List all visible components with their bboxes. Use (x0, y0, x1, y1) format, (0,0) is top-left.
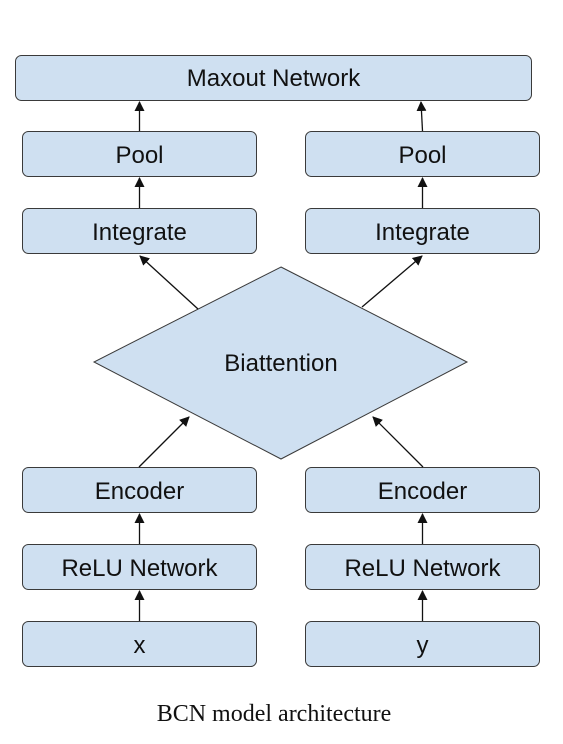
biattention-node: Biattention (92, 266, 469, 460)
pool-right-node: Pool (305, 131, 540, 177)
input-x-node: x (22, 621, 257, 667)
input-y-label: y (417, 632, 429, 659)
pool-left-label: Pool (115, 142, 163, 169)
relu-network-left-node: ReLU Network (22, 544, 257, 590)
relu-network-right-label: ReLU Network (344, 555, 501, 582)
input-y-node: y (305, 621, 540, 667)
biattention-label: Biattention (224, 350, 337, 377)
arrow-biattention-to-integrate-right (361, 255, 423, 308)
arrow-encoder-left-to-biattention (138, 416, 190, 468)
pool-left-node: Pool (22, 131, 257, 177)
relu-network-left-label: ReLU Network (61, 555, 218, 582)
input-x-label: x (134, 632, 146, 659)
maxout-network-label: Maxout Network (187, 65, 361, 92)
encoder-right-node: Encoder (305, 467, 540, 513)
maxout-network-node: Maxout Network (15, 55, 532, 101)
integrate-left-node: Integrate (22, 208, 257, 254)
encoder-left-label: Encoder (95, 478, 184, 505)
encoder-left-node: Encoder (22, 467, 257, 513)
arrow-pool-right-to-maxout (416, 101, 427, 132)
encoder-right-label: Encoder (378, 478, 467, 505)
integrate-right-node: Integrate (305, 208, 540, 254)
arrow-encoder-right-to-biattention (372, 416, 424, 468)
integrate-right-label: Integrate (375, 219, 470, 246)
integrate-left-label: Integrate (92, 219, 187, 246)
arrow-biattention-to-integrate-left (139, 255, 199, 310)
figure-caption: BCN model architecture (156, 701, 392, 727)
relu-network-right-node: ReLU Network (305, 544, 540, 590)
pool-right-label: Pool (398, 142, 446, 169)
